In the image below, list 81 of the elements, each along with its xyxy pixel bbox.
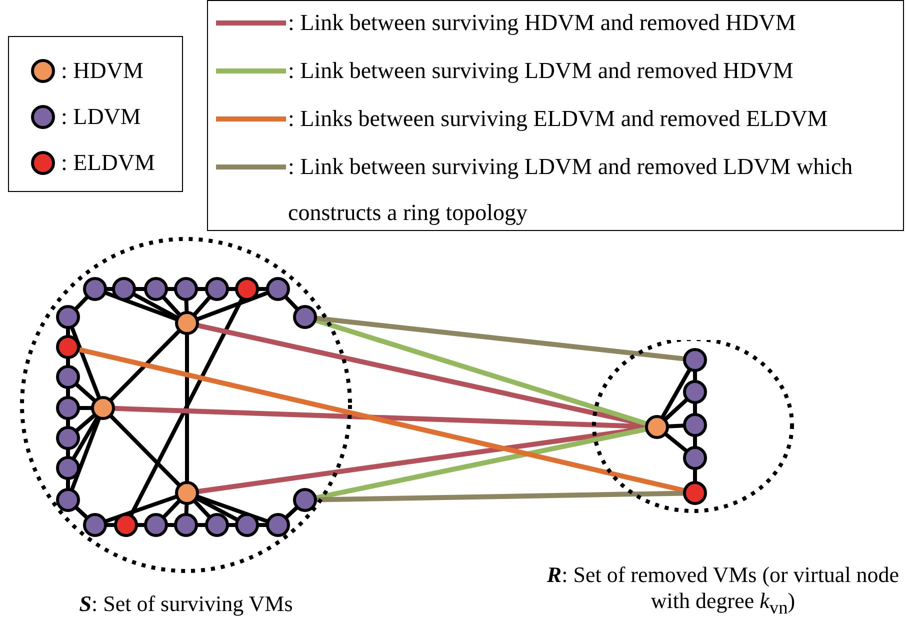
vm-circle — [174, 513, 198, 537]
vm-circle — [293, 305, 317, 329]
connection-line — [162, 296, 182, 316]
vm-circle — [56, 305, 80, 329]
vm-circle — [683, 413, 707, 437]
vm-circle — [174, 277, 198, 301]
vm-circle — [175, 311, 199, 335]
connection-line — [66, 479, 70, 489]
connection-line — [184, 504, 189, 514]
vm-circle — [266, 277, 290, 301]
vm-circle — [235, 277, 259, 301]
vm-circle — [683, 446, 707, 470]
connection-line — [74, 506, 88, 519]
vm-circle — [56, 488, 80, 512]
connection-line — [196, 494, 268, 524]
vm-circle — [683, 380, 707, 404]
vm-circle — [83, 513, 107, 537]
legend-text: : Links between surviving ELDVM and removed ELDVM — [288, 105, 829, 133]
connection-line — [114, 406, 646, 430]
connection-line — [70, 326, 101, 398]
connection-line — [78, 347, 685, 493]
connection-line — [185, 334, 189, 482]
connection-line — [72, 416, 100, 460]
connection-line — [193, 500, 211, 518]
vm-circle — [235, 513, 259, 537]
legend-text: : Link between surviving LDVM and removed HDVM — [288, 57, 794, 85]
connection-line — [109, 414, 181, 487]
connection-line — [192, 296, 212, 316]
connection-line — [184, 300, 189, 312]
connection-line — [75, 414, 96, 432]
connection-line — [693, 436, 697, 447]
connection-line — [196, 290, 268, 322]
connection-line — [660, 368, 692, 418]
region-caption: S: Set of surviving VMs — [78, 591, 294, 617]
vm-circle — [56, 396, 80, 420]
connection-line — [284, 296, 299, 310]
connection-line — [79, 406, 92, 410]
connection-line — [162, 500, 181, 518]
connection-line — [316, 490, 684, 502]
vm-circle — [56, 426, 80, 450]
connection-line — [693, 371, 697, 381]
vm-circle — [645, 415, 669, 439]
connection-line — [316, 316, 684, 362]
connection-line — [196, 496, 238, 522]
connection-line — [315, 426, 647, 500]
legend-text: : HDVM — [61, 57, 144, 85]
vm-circle — [175, 481, 199, 505]
vm-circle — [683, 348, 707, 372]
vm-circle — [112, 277, 136, 301]
vm-circle — [205, 513, 229, 537]
vm-circle — [56, 456, 80, 480]
connection-line — [284, 506, 298, 519]
connection-line — [664, 432, 688, 453]
legend-text: : ELDVM — [61, 149, 155, 177]
legend-text: : Link between surviving HDVM and removed HDVM — [288, 9, 797, 37]
connection-line — [104, 290, 178, 322]
vm-circle — [83, 277, 107, 301]
vm-circle — [56, 335, 80, 359]
region-caption: R: Set of removed VMs (or virtual node with degree k$_{vn}$) — [546, 562, 900, 620]
connection-line — [693, 403, 697, 414]
vm-circle — [144, 513, 168, 537]
vm-circle — [293, 488, 317, 512]
vm-circle — [266, 513, 290, 537]
connection-line — [664, 398, 688, 421]
legend-text: : Link between surviving LDVM and removed LDVM which constructs a ring topology — [288, 153, 853, 227]
connection-line — [109, 329, 181, 402]
connection-line — [74, 382, 96, 402]
connection-line — [74, 296, 89, 310]
connection-line — [668, 424, 684, 428]
connection-line — [104, 494, 178, 524]
vm-circle — [144, 277, 168, 301]
connection-line — [693, 469, 697, 482]
vm-circle — [683, 481, 707, 505]
vm-circle — [114, 513, 138, 537]
vm-circle — [56, 365, 80, 389]
connection-line — [129, 298, 244, 516]
connection-line — [132, 292, 178, 320]
vm-circle — [205, 277, 229, 301]
connection-line — [70, 418, 101, 490]
connection-line — [135, 287, 145, 291]
legend-text: : LDVM — [61, 103, 141, 131]
